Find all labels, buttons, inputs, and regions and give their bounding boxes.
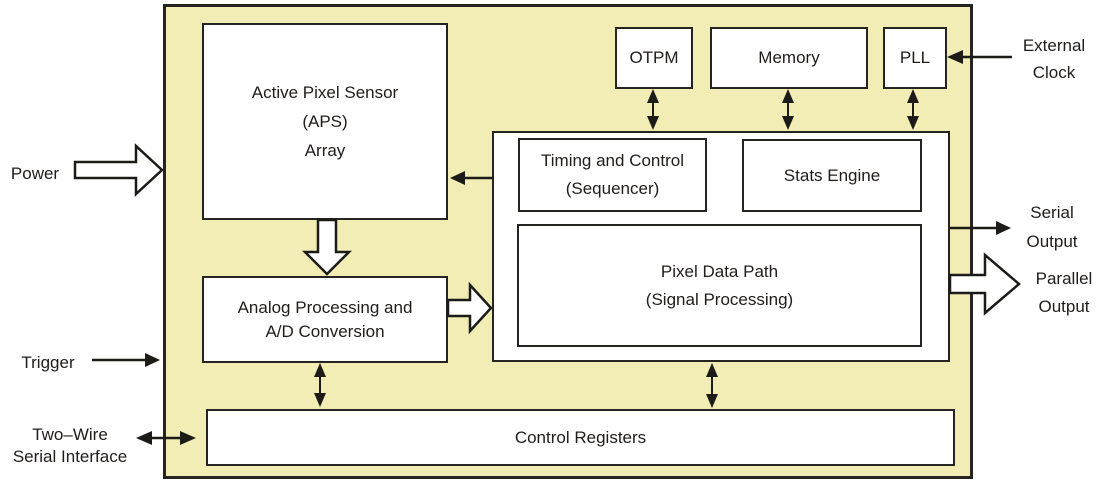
control-registers-label: Control Registers: [514, 427, 647, 447]
external-clock-label: External Clock: [1022, 36, 1086, 82]
serial-output-label: Serial Output: [1026, 203, 1078, 251]
trigger-label: Trigger: [21, 353, 75, 372]
two-wire-serial-interface-label: Two–Wire Serial Interface: [12, 425, 128, 466]
aps-label-line2: (APS): [302, 112, 348, 131]
control-registers-block: Control Registers: [206, 409, 955, 466]
timing-label-line2: (Sequencer): [565, 179, 660, 198]
aps-label-line1: Active Pixel Sensor: [251, 83, 399, 102]
stats-engine-label: Stats Engine: [783, 165, 881, 185]
analog-label-line1: Analog Processing and: [237, 297, 413, 317]
pll-label: PLL: [899, 48, 931, 67]
aps-label-line3: Array: [304, 141, 346, 160]
analog-label-line2: A/D Conversion: [265, 321, 385, 341]
pdp-label-line1: Pixel Data Path: [660, 261, 779, 281]
pdp-label-line2: (Signal Processing): [645, 289, 794, 309]
parallel-output-label: Parallel Output: [1035, 269, 1093, 316]
pixel-data-path-block: Pixel Data Path (Signal Processing): [517, 224, 922, 347]
otpm-block: OTPM: [615, 27, 693, 89]
analog-processing-block: Analog Processing and A/D Conversion: [202, 276, 448, 363]
timing-control-block: Timing and Control (Sequencer): [518, 138, 707, 212]
memory-block: Memory: [710, 27, 868, 89]
trigger-arrow-icon: [92, 353, 160, 367]
pll-block: PLL: [883, 27, 947, 89]
power-arrow-icon: [73, 143, 164, 197]
stats-engine-block: Stats Engine: [742, 139, 922, 212]
power-label: Power: [10, 164, 60, 183]
otpm-label: OTPM: [629, 48, 679, 67]
aps-array-block: Active Pixel Sensor (APS) Array: [202, 23, 448, 220]
memory-label: Memory: [758, 48, 820, 67]
timing-label-line1: Timing and Control: [541, 151, 684, 170]
